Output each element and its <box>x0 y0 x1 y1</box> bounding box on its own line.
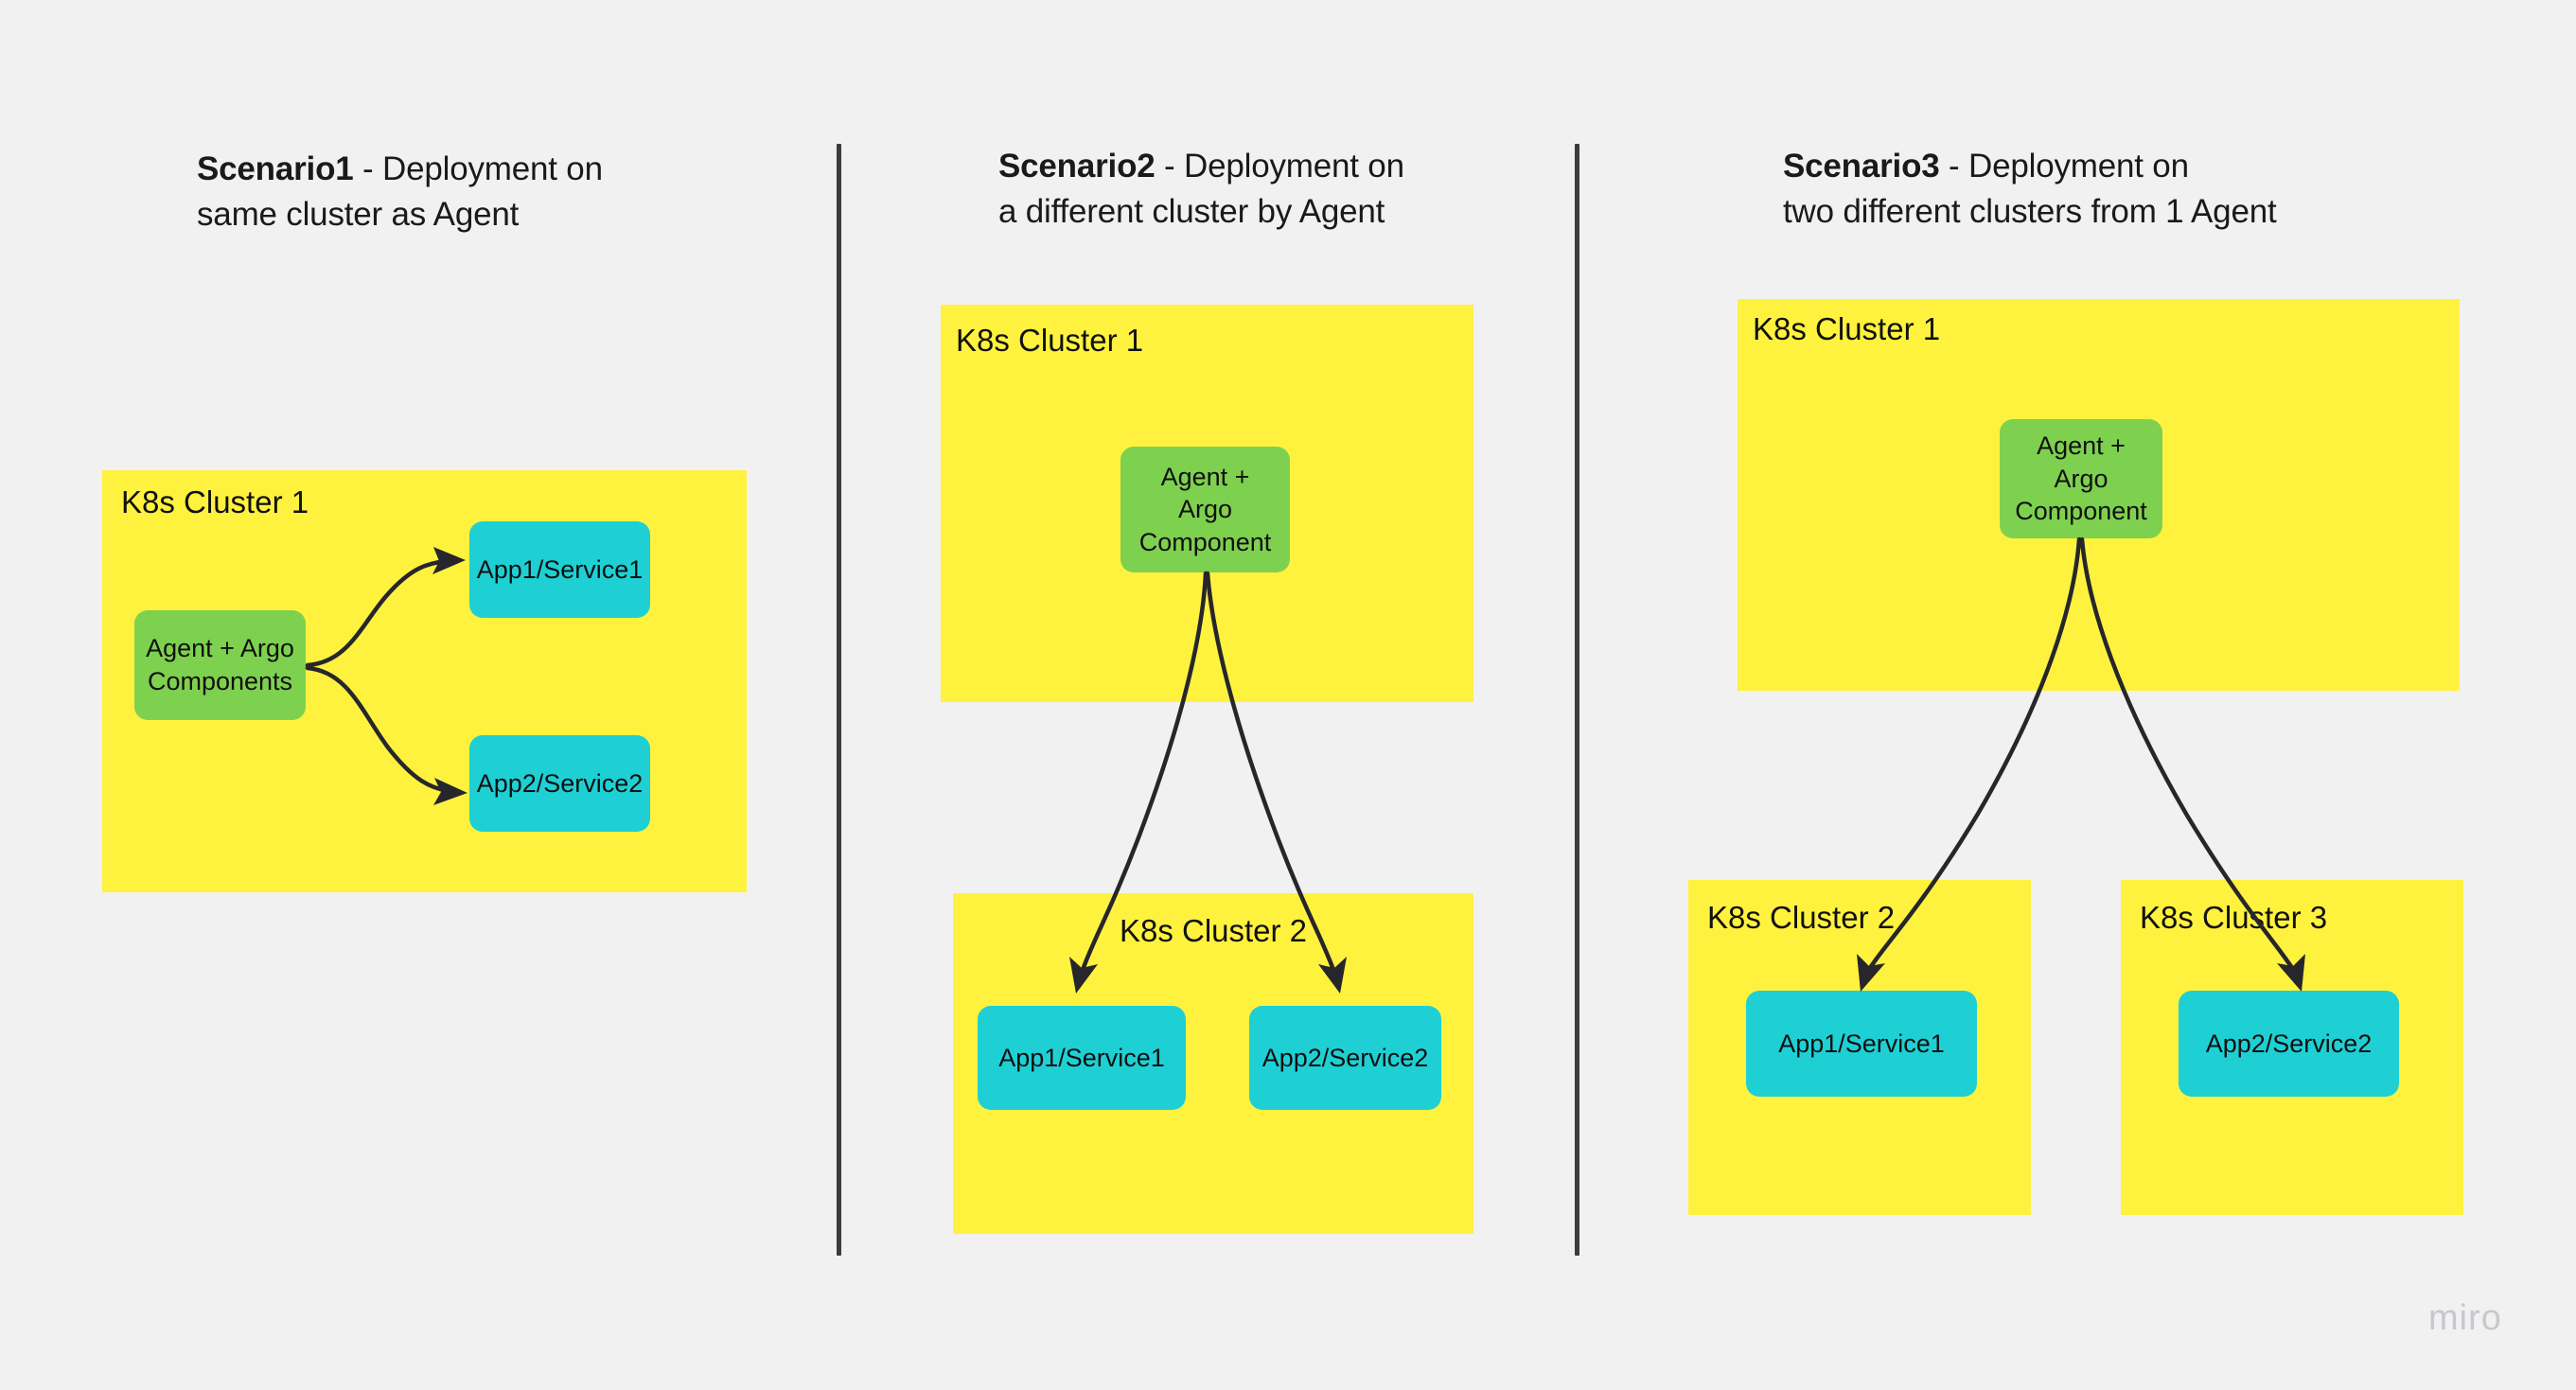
scenario1-node-agent[interactable]: Agent + Argo Components <box>134 610 306 720</box>
scenario1-heading: Scenario1 - Deployment on same cluster a… <box>197 147 727 238</box>
scenario2-title-rest: - Deployment on a different cluster by A… <box>998 148 1404 230</box>
scenario2-heading: Scenario2 - Deployment on a different cl… <box>998 144 1566 235</box>
scenario3-node-agent[interactable]: Agent + Argo Component <box>2000 419 2162 538</box>
scenario2-node-app2[interactable]: App2/Service2 <box>1249 1006 1441 1110</box>
scenario3-heading: Scenario3 - Deployment on two different … <box>1783 144 2389 235</box>
cluster-label: K8s Cluster 1 <box>121 484 309 519</box>
cluster-label: K8s Cluster 3 <box>2140 900 2328 935</box>
cluster-label: K8s Cluster 2 <box>1119 913 1308 948</box>
scenario3-title-strong: Scenario3 <box>1783 148 1940 185</box>
scenario1-title-strong: Scenario1 <box>197 150 354 187</box>
divider-scenario2-scenario3 <box>1575 144 1579 1256</box>
scenario1-node-app2[interactable]: App2/Service2 <box>469 735 650 832</box>
cluster-label: K8s Cluster 1 <box>956 323 1144 358</box>
scenario2-node-agent[interactable]: Agent + Argo Component <box>1120 447 1290 572</box>
cluster-label: K8s Cluster 2 <box>1707 900 1896 935</box>
scenario3-node-app2[interactable]: App2/Service2 <box>2179 991 2399 1097</box>
scenario3-title-rest: - Deployment on two different clusters f… <box>1783 148 2277 230</box>
scenario1-title-rest: - Deployment on same cluster as Agent <box>197 150 603 233</box>
cluster-label: K8s Cluster 1 <box>1753 311 1941 346</box>
scenario1-node-app1[interactable]: App1/Service1 <box>469 521 650 618</box>
miro-watermark: miro <box>2428 1298 2502 1338</box>
scenario2-node-app1[interactable]: App1/Service1 <box>978 1006 1186 1110</box>
scenario2-title-strong: Scenario2 <box>998 148 1156 185</box>
divider-scenario1-scenario2 <box>837 144 841 1256</box>
scenario3-node-app1[interactable]: App1/Service1 <box>1746 991 1977 1097</box>
